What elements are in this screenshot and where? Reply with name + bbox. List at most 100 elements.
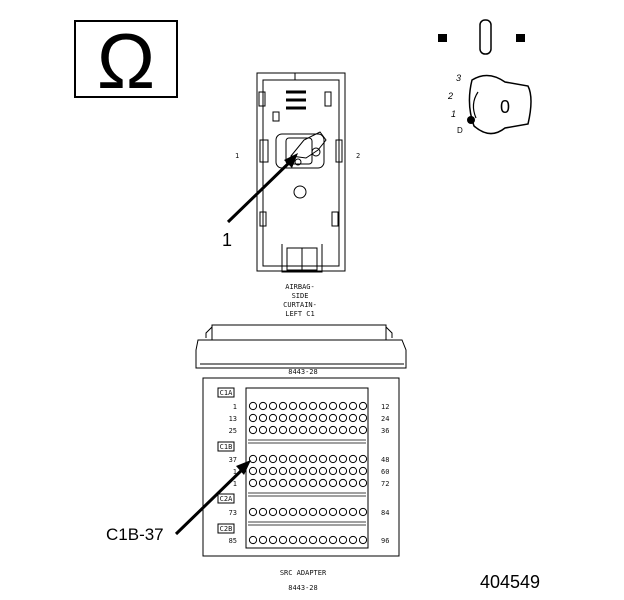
pin-hole [318, 425, 328, 435]
pin-hole [248, 535, 258, 545]
pin-hole [288, 535, 298, 545]
pin-hole [248, 478, 258, 488]
ohm-icon: Ω [97, 17, 155, 105]
row-left-13: 13 [229, 415, 237, 423]
pin-hole [258, 401, 268, 411]
pin-hole [308, 478, 318, 488]
pin-hole [328, 401, 338, 411]
connector-pin-2-label: 2 [356, 152, 360, 160]
pin-hole [358, 425, 368, 435]
pin-hole [268, 425, 278, 435]
pin-hole [288, 507, 298, 517]
pin-hole [298, 401, 308, 411]
callout-1-arrowhead [284, 153, 298, 168]
pin-hole [328, 466, 338, 476]
pin-hole [298, 413, 308, 423]
pin-hole [298, 478, 308, 488]
pin-hole [328, 454, 338, 464]
ignition-pos-d: D [457, 126, 463, 135]
pin-hole [278, 535, 288, 545]
figure-number: 404549 [480, 572, 540, 592]
pin-hole [348, 466, 358, 476]
adapter-caption: SRC ADAPTER [280, 569, 327, 577]
pin-hole [308, 401, 318, 411]
pin-hole [268, 401, 278, 411]
connector-caption-line-4: LEFT C1 [285, 310, 315, 318]
pin-hole [328, 507, 338, 517]
callout-c1b-37-label: C1B-37 [106, 525, 164, 544]
callout-c1b-37-arrowhead [236, 460, 251, 475]
pin-hole [338, 454, 348, 464]
pin-hole [278, 425, 288, 435]
pin-hole [248, 425, 258, 435]
pin-hole [288, 478, 298, 488]
key-label: 0 [500, 97, 510, 117]
pin-hole [268, 413, 278, 423]
pin-hole [268, 454, 278, 464]
pin-hole [268, 535, 278, 545]
callout-c1b-37-arrow [174, 464, 248, 536]
pin-hole [308, 507, 318, 517]
pin-hole [268, 466, 278, 476]
pin-hole [358, 478, 368, 488]
pin-hole [318, 478, 328, 488]
pin-hole [338, 413, 348, 423]
pin-hole [258, 466, 268, 476]
row-right-84: 84 [381, 509, 389, 517]
adapter-part-number-top: 8443-28 [288, 368, 318, 376]
pin-hole [288, 454, 298, 464]
pin-hole [318, 401, 328, 411]
pin-hole [298, 425, 308, 435]
group-c2b-label: C2B [220, 525, 233, 533]
pin-hole [248, 454, 258, 464]
row-right-72: 72 [381, 480, 389, 488]
row-left-49: 1 [233, 468, 237, 476]
row-left-61: 1 [233, 480, 237, 488]
row-left-73: 73 [229, 509, 237, 517]
pin-hole [298, 454, 308, 464]
pin-hole [288, 401, 298, 411]
callout-1-arrow [226, 156, 296, 224]
pin-hole [278, 478, 288, 488]
pin-hole [358, 535, 368, 545]
pin-hole [328, 413, 338, 423]
row-right-24: 24 [381, 415, 389, 423]
pin-hole [308, 535, 318, 545]
pin-hole [278, 507, 288, 517]
pin-hole [338, 507, 348, 517]
pin-hole [318, 466, 328, 476]
group-c1a-label: C1A [220, 389, 233, 397]
group-c2a-label: C2A [220, 495, 233, 503]
pin-hole [268, 507, 278, 517]
pin-hole [298, 535, 308, 545]
connector-caption-line-3: CURTAIN- [283, 301, 317, 309]
pin-hole [348, 478, 358, 488]
pin-hole [298, 507, 308, 517]
pin-hole [318, 535, 328, 545]
pin-hole [288, 466, 298, 476]
pin-hole [338, 425, 348, 435]
pin-hole [348, 454, 358, 464]
ignition-pos-3: 3 [456, 73, 461, 83]
pin-hole [278, 413, 288, 423]
ignition-switch-icon: 0 3 2 1 D [438, 19, 532, 135]
pin-hole [288, 413, 298, 423]
row-left-25: 25 [229, 427, 237, 435]
row-left-37: 37 [229, 456, 237, 464]
row-left-85: 85 [229, 537, 237, 545]
pin-hole [248, 466, 258, 476]
pin-hole [308, 466, 318, 476]
connector-caption-line-2: SIDE [292, 292, 309, 300]
pin-hole [288, 425, 298, 435]
pin-hole [318, 507, 328, 517]
pin-hole [348, 507, 358, 517]
src-adapter [195, 324, 407, 557]
pin-hole [338, 535, 348, 545]
group-c1b-label: C1B [220, 443, 233, 451]
row-right-12: 12 [381, 403, 389, 411]
pin-hole [338, 466, 348, 476]
callout-1-label: 1 [222, 230, 232, 250]
pin-hole [278, 454, 288, 464]
pin-hole [248, 507, 258, 517]
